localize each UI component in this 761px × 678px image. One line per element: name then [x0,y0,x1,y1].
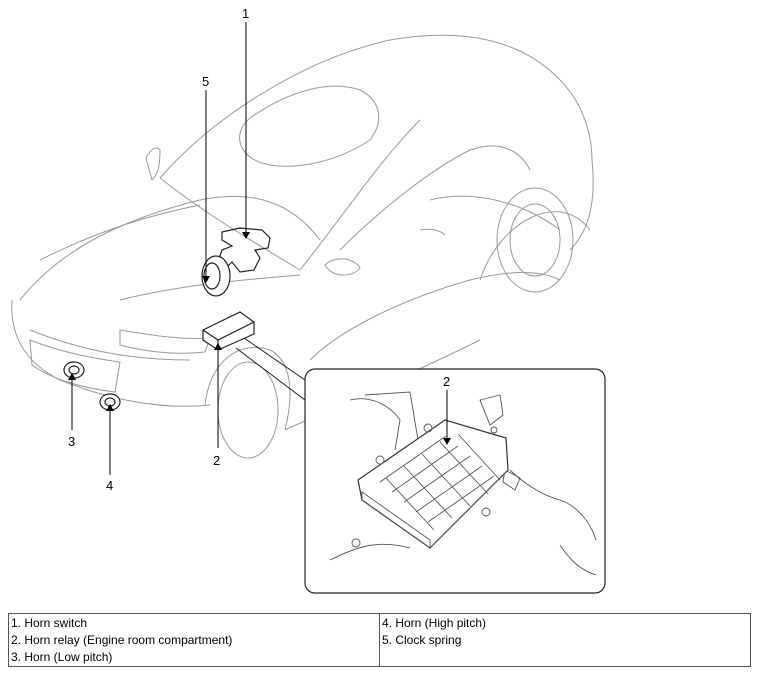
leader-lines [68,22,451,475]
legend-item: 1. Horn switch [11,616,88,630]
callout-horn-relay: 2 [213,453,220,468]
relay-detail-inset [235,337,606,594]
legend-item: 2. Horn relay (Engine room compartment) [11,633,233,647]
horn-low-pitch-shape [63,361,85,379]
callout-horn-relay-inset: 2 [443,374,450,389]
horn-switch-shape [217,227,271,273]
callout-horn-low-pitch: 3 [68,434,75,449]
legend-column-left: 1. Horn switch 2. Horn relay (Engine roo… [9,614,379,666]
callout-clock-spring: 5 [202,74,209,89]
legend-column-right: 4. Horn (High pitch) 5. Clock spring [379,614,750,666]
component-legend: 1. Horn switch 2. Horn relay (Engine roo… [8,613,751,667]
horn-component-location-diagram: 1 5 2 2 3 4 [11,6,606,594]
legend-item: 4. Horn (High pitch) [382,616,487,630]
callout-horn-high-pitch: 4 [106,478,113,493]
components [63,227,271,411]
legend-item: 3. Horn (Low pitch) [11,650,113,664]
callout-horn-switch: 1 [242,6,249,21]
legend-item: 5. Clock spring [382,633,462,647]
horn-relay-shape [202,311,255,351]
